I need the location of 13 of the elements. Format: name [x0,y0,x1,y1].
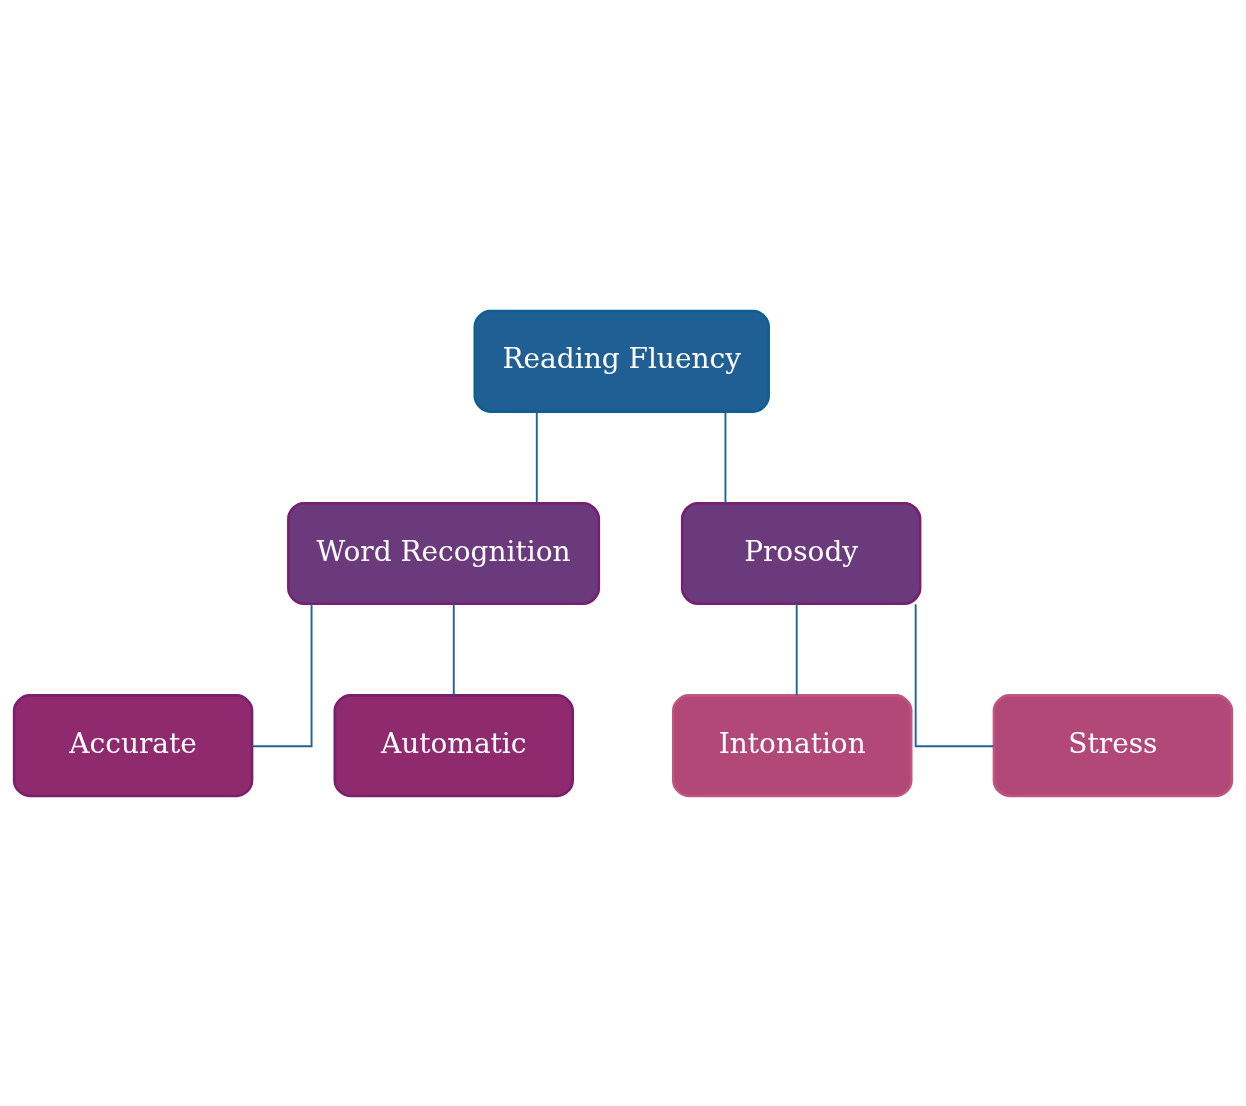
connector [914,602,995,747]
node-box: Word Recognition [287,501,601,605]
node-box: Prosody [680,501,922,605]
node-box: Stress [992,693,1234,797]
connector [251,602,313,747]
node-box: Reading Fluency [473,309,770,413]
connector [535,410,538,504]
connector [795,602,798,696]
node-box: Automatic [333,693,574,797]
connector [452,602,455,696]
connector [724,410,727,504]
node-box: Intonation [672,693,913,797]
node-box: Accurate [12,693,254,797]
